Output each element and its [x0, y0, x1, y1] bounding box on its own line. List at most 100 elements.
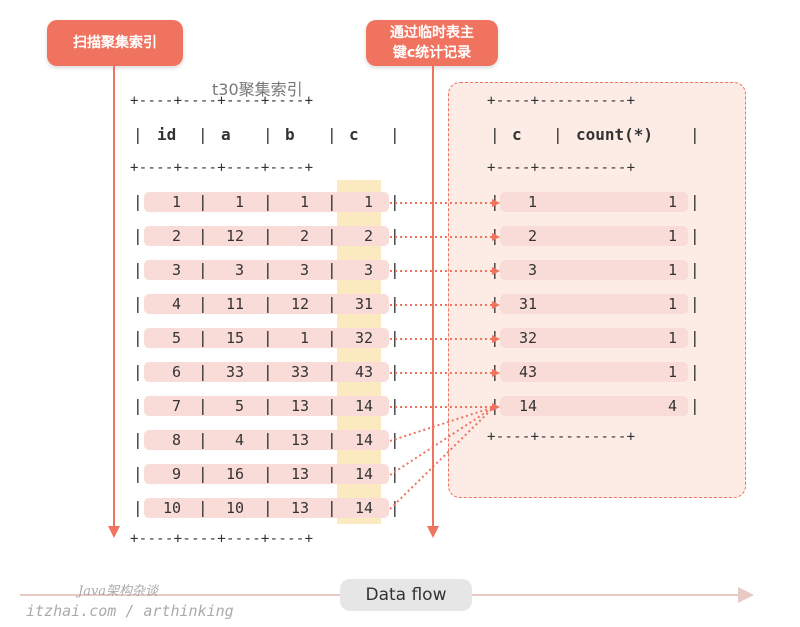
- row-pipe: |: [327, 430, 337, 449]
- source-row-background: [144, 226, 389, 246]
- header-pipe: |: [690, 125, 700, 144]
- row-pipe: |: [263, 192, 273, 211]
- source-row-background: [144, 362, 389, 382]
- temp-table-top-border: +----+----------+: [487, 93, 636, 109]
- source-cell-id: 5: [171, 329, 181, 347]
- source-table-title: t30聚集索引: [212, 80, 303, 99]
- source-cell-a: 3: [234, 261, 244, 279]
- scan-arrow-line: [113, 66, 115, 528]
- row-pipe: |: [390, 192, 400, 211]
- row-pipe: |: [198, 498, 208, 517]
- row-pipe: |: [690, 294, 700, 313]
- temp-cell-count: 1: [667, 295, 677, 313]
- source-cell-a: 33: [225, 363, 244, 381]
- row-pipe: |: [390, 226, 400, 245]
- temp-cell-c: 1: [527, 193, 537, 211]
- row-pipe: |: [133, 192, 143, 211]
- scan-arrow-head: [108, 526, 120, 538]
- row-pipe: |: [198, 464, 208, 483]
- data-flow-label: Data flow: [340, 579, 472, 611]
- source-cell-a: 16: [225, 465, 244, 483]
- header-c: c: [349, 125, 359, 144]
- row-pipe: |: [263, 396, 273, 415]
- temp-label-line2: 键c统计记录: [392, 45, 472, 61]
- source-cell-id: 9: [171, 465, 181, 483]
- source-cell-a: 10: [225, 499, 244, 517]
- watermark-brand: Java架构杂谈: [78, 584, 159, 599]
- row-pipe: |: [263, 464, 273, 483]
- row-pipe: |: [198, 260, 208, 279]
- header-pipe: |: [327, 125, 337, 144]
- source-cell-id: 10: [162, 499, 181, 517]
- temp-cell-count: 1: [667, 329, 677, 347]
- source-row-background: [144, 328, 389, 348]
- source-cell-id: 8: [171, 431, 181, 449]
- data-flow-arrowhead: [738, 587, 754, 603]
- row-pipe: |: [198, 226, 208, 245]
- row-pipe: |: [327, 396, 337, 415]
- source-row-background: [144, 294, 389, 314]
- source-cell-c: 14: [354, 431, 373, 449]
- connector-line: [389, 406, 495, 442]
- temp-cell-c: 43: [518, 363, 537, 381]
- source-cell-c: 14: [354, 397, 373, 415]
- temp-row-background: [500, 294, 688, 314]
- source-cell-id: 2: [171, 227, 181, 245]
- connector-arrowhead: [492, 233, 500, 241]
- row-pipe: |: [690, 192, 700, 211]
- source-cell-b: 13: [290, 499, 309, 517]
- row-pipe: |: [133, 328, 143, 347]
- source-cell-a: 1: [234, 193, 244, 211]
- row-pipe: |: [327, 362, 337, 381]
- source-cell-a: 11: [225, 295, 244, 313]
- temp-row-background: [500, 260, 688, 280]
- header-b: b: [285, 125, 295, 144]
- row-pipe: |: [133, 226, 143, 245]
- source-cell-id: 4: [171, 295, 181, 313]
- row-pipe: |: [390, 328, 400, 347]
- temp-row-background: [500, 226, 688, 246]
- temp-cell-count: 1: [667, 227, 677, 245]
- row-pipe: |: [690, 260, 700, 279]
- row-pipe: |: [327, 464, 337, 483]
- row-pipe: |: [198, 328, 208, 347]
- source-cell-id: 7: [171, 397, 181, 415]
- temp-cell-count: 4: [667, 397, 677, 415]
- source-cell-b: 13: [290, 465, 309, 483]
- source-cell-c: 31: [354, 295, 373, 313]
- row-pipe: |: [263, 294, 273, 313]
- source-cell-c: 32: [354, 329, 373, 347]
- source-cell-c: 1: [363, 193, 373, 211]
- source-cell-c: 3: [363, 261, 373, 279]
- header-a: a: [221, 125, 231, 144]
- header-temp-c: c: [512, 125, 522, 144]
- connector-arrowhead: [492, 403, 500, 411]
- temp-cell-c: 2: [527, 227, 537, 245]
- source-row-background: [144, 396, 389, 416]
- source-cell-id: 3: [171, 261, 181, 279]
- row-pipe: |: [327, 498, 337, 517]
- header-pipe: |: [490, 125, 500, 144]
- row-pipe: |: [133, 294, 143, 313]
- temp-cell-c: 14: [518, 397, 537, 415]
- source-cell-c: 14: [354, 465, 373, 483]
- temp-cell-count: 1: [667, 261, 677, 279]
- row-pipe: |: [198, 192, 208, 211]
- header-pipe: |: [198, 125, 208, 144]
- temp-row-background: [500, 362, 688, 382]
- row-pipe: |: [133, 498, 143, 517]
- source-cell-a: 5: [234, 397, 244, 415]
- row-pipe: |: [327, 226, 337, 245]
- source-cell-a: 4: [234, 431, 244, 449]
- header-pipe: |: [133, 125, 143, 144]
- row-pipe: |: [390, 396, 400, 415]
- temp-cell-c: 3: [527, 261, 537, 279]
- source-row-background: [144, 260, 389, 280]
- temp-table-bottom-border: +----+----------+: [487, 429, 636, 445]
- header-pipe: |: [390, 125, 400, 144]
- source-cell-b: 2: [299, 227, 309, 245]
- source-row-background: [144, 192, 389, 212]
- row-pipe: |: [327, 328, 337, 347]
- temp-cell-count: 1: [667, 193, 677, 211]
